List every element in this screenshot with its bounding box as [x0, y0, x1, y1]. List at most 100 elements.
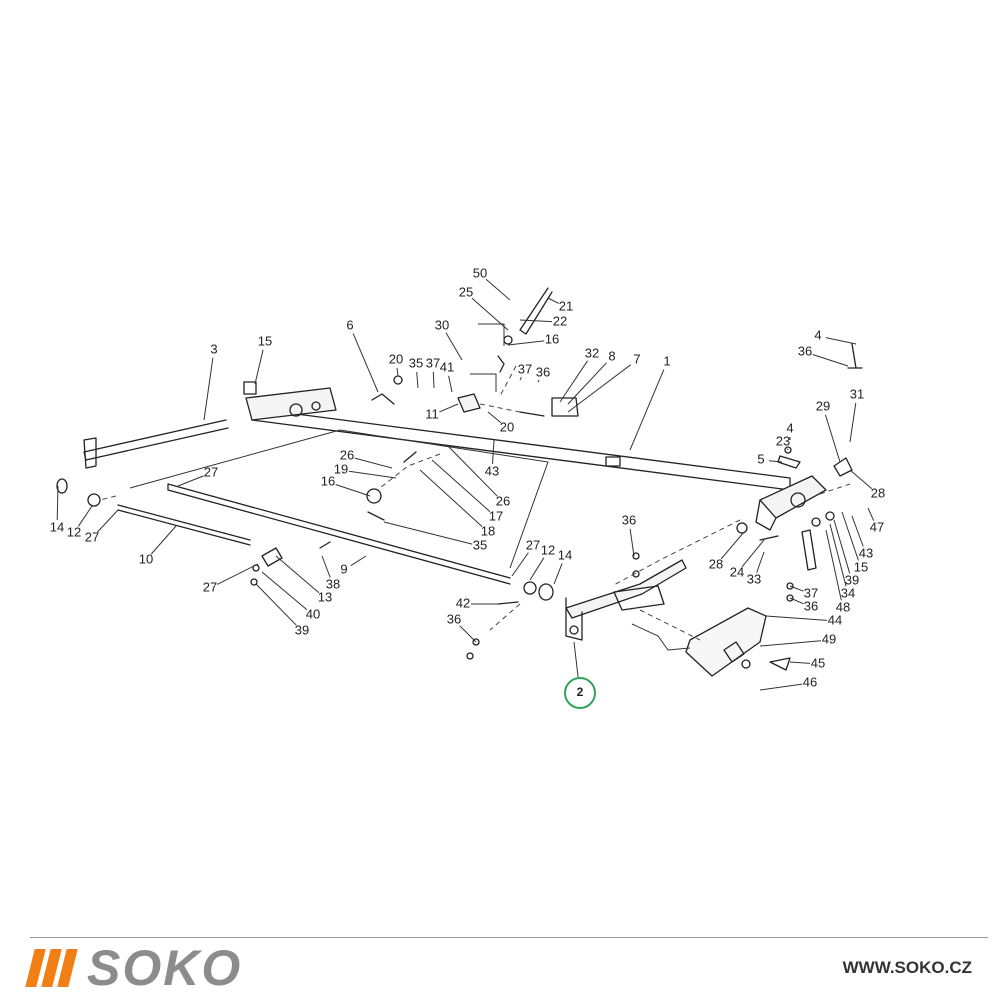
leader-line: [768, 460, 783, 463]
leader-line: [741, 539, 765, 568]
leader-line: [445, 332, 463, 361]
footer-divider: [30, 937, 988, 938]
website-url[interactable]: WWW.SOKO.CZ: [842, 958, 972, 977]
part-label: 45: [811, 655, 825, 670]
leader-line: [459, 625, 477, 643]
part-label: 36: [804, 598, 818, 613]
leader-line: [203, 357, 214, 421]
part-label: 42: [456, 595, 470, 610]
part-label: 25: [459, 284, 473, 299]
leader-line: [547, 297, 560, 304]
leader-line: [348, 470, 397, 479]
part-label: 15: [854, 559, 868, 574]
part-label: 37: [518, 361, 532, 376]
leader-line: [396, 367, 399, 377]
leader-line: [553, 563, 563, 585]
leader-line: [216, 563, 259, 585]
part-label: 12: [67, 524, 81, 539]
leader-line: [471, 297, 509, 331]
leader-line: [789, 597, 804, 605]
leader-line: [487, 411, 502, 424]
leader-line: [431, 459, 491, 513]
leader-line: [629, 528, 635, 557]
leader-line: [485, 278, 511, 301]
part-label: 48: [836, 599, 850, 614]
leader-line: [150, 525, 177, 555]
leader-line: [447, 445, 498, 497]
part-label: 1: [663, 353, 670, 368]
leader-line: [765, 615, 828, 621]
part-label: 4: [814, 327, 821, 342]
leader-line: [759, 640, 822, 647]
part-label: 33: [747, 571, 761, 586]
part-label: 41: [440, 359, 454, 374]
leader-line: [77, 505, 93, 527]
part-label: 23: [776, 433, 790, 448]
part-label: 43: [859, 545, 873, 560]
leader-line: [354, 457, 393, 469]
leader-line: [829, 523, 847, 587]
leader-line: [419, 469, 483, 527]
leader-line: [519, 319, 553, 323]
part-label: 16: [321, 473, 335, 488]
leader-line: [759, 683, 803, 691]
leader-line: [789, 661, 811, 664]
leader-line: [629, 369, 665, 451]
part-label: 27: [85, 529, 99, 544]
part-label: 8: [608, 348, 615, 363]
part-label: 31: [850, 386, 864, 401]
part-label: 14: [558, 547, 572, 562]
part-label: 9: [340, 561, 347, 576]
leader-line: [529, 557, 545, 581]
leader-line: [519, 376, 522, 381]
part-label: 15: [258, 333, 272, 348]
leader-line: [573, 641, 579, 678]
part-label: 44: [828, 612, 842, 627]
part-label: 43: [485, 463, 499, 478]
leader-line: [255, 583, 297, 626]
leader-line: [786, 448, 789, 451]
part-label: 46: [803, 674, 817, 689]
leader-line: [849, 469, 873, 490]
leader-line: [841, 511, 859, 561]
part-label: 36: [622, 512, 636, 527]
part-label: 37: [426, 355, 440, 370]
part-label: 24: [730, 564, 744, 579]
bracket-lines: [129, 323, 691, 651]
leader-line: [825, 337, 857, 345]
leader-line: [867, 507, 875, 521]
brand-name: SOKO: [87, 940, 243, 996]
part-label: 20: [389, 351, 403, 366]
leader-line: [350, 555, 367, 567]
part-label: 29: [816, 398, 830, 413]
leader-line: [824, 414, 841, 463]
leader-line: [432, 371, 435, 389]
part-label: 35: [473, 537, 487, 552]
leader-line: [537, 379, 540, 383]
leader-line: [254, 349, 264, 385]
part-label: 28: [709, 556, 723, 571]
highlight-circle: [564, 677, 596, 709]
highlighted-part-label: 2: [577, 685, 584, 699]
part-label: 27: [204, 464, 218, 479]
part-label: 20: [500, 419, 514, 434]
part-label: 47: [870, 519, 884, 534]
part-label: 3: [210, 341, 217, 356]
leader-line: [448, 375, 453, 393]
part-label: 22: [553, 313, 567, 328]
part-label: 39: [295, 622, 309, 637]
brand-logo: SOKO: [25, 940, 243, 996]
part-label: 37: [804, 585, 818, 600]
part-label: 11: [425, 406, 439, 421]
leader-line: [335, 484, 371, 497]
part-label: 30: [435, 317, 449, 332]
part-label: 27: [526, 537, 540, 552]
part-label: 7: [633, 351, 640, 366]
leader-line: [507, 340, 545, 346]
leader-line: [511, 552, 529, 577]
part-label: 13: [318, 589, 332, 604]
leader-line: [97, 509, 119, 533]
part-label: 16: [545, 331, 559, 346]
leader-line: [352, 333, 379, 393]
